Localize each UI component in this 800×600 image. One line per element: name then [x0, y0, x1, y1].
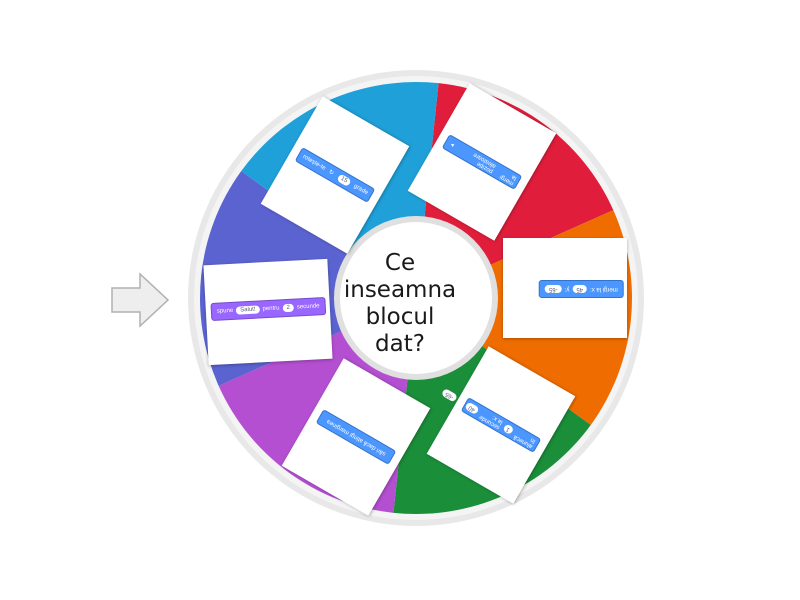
block-glide-x: 40	[464, 401, 480, 415]
block-glide-label: alunecă în	[512, 433, 537, 450]
block-say-message: Salut!	[236, 305, 260, 315]
block-bounce: sări dacă atingi marginea	[315, 409, 397, 465]
rotate-icon: ↻	[327, 169, 335, 178]
block-glide-secs: 1	[502, 423, 515, 435]
block-turn-unit: grade	[352, 183, 369, 197]
block-goto-xy-x: 45	[572, 285, 588, 293]
block-goto-position: mergi la poziție aleatoare ▾	[441, 134, 523, 190]
block-glide: alunecă în 1 secunde la x: 40 y: -65	[440, 387, 542, 453]
block-turn-value: 15	[336, 173, 352, 187]
block-turn-label: rotește-te	[301, 153, 327, 172]
block-goto-xy: mergi la x: 45 y: -65	[539, 280, 624, 298]
block-glide-mid: secunde la x:	[478, 413, 504, 431]
wheel-question: Ce inseamna blocul dat?	[343, 250, 457, 357]
block-bounce-label: sări dacă atingi marginea	[325, 417, 387, 457]
block-say-label: spune	[216, 307, 234, 315]
card-goto-xy: mergi la x: 45 y: -65	[503, 238, 627, 338]
block-goto-xy-ylabel: y:	[564, 286, 570, 292]
block-say: spune Salut! pentru 2 secunde	[210, 296, 326, 321]
dropdown-icon: ▾	[447, 139, 457, 149]
block-say-for: pentru	[262, 305, 280, 313]
card-say: spune Salut! pentru 2 secunde	[203, 258, 333, 366]
block-goto-xy-label: mergi la x:	[590, 286, 618, 292]
block-say-unit: secunde	[296, 303, 320, 311]
block-goto-xy-y: -65	[545, 285, 562, 293]
pointer-arrow-icon	[111, 272, 170, 328]
hub	[340, 222, 492, 374]
block-say-secs: 2	[282, 303, 295, 313]
block-turn: rotește-te ↻ 15 grade	[294, 147, 376, 203]
block-goto-option: poziție aleatoare	[472, 151, 498, 175]
block-glide-ylabel: y:	[457, 398, 465, 406]
block-goto-label: mergi la	[498, 173, 518, 187]
